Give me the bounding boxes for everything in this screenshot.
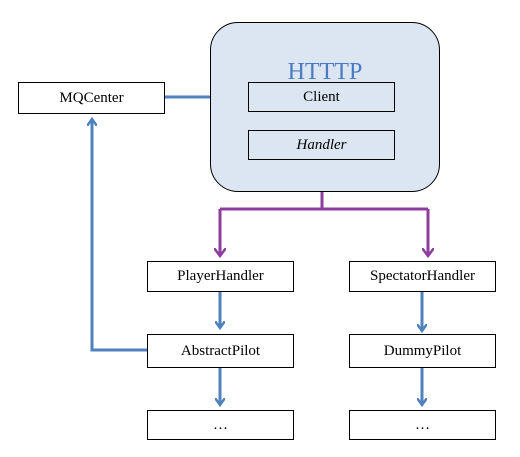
spectatorhandler-node: SpectatorHandler (349, 261, 496, 292)
spectatorhandler-label: SpectatorHandler (370, 268, 475, 284)
abstractpilot-label: AbstractPilot (180, 342, 261, 359)
right-ellipsis-label: … (415, 416, 430, 433)
dummypilot-node: DummyPilot (349, 334, 496, 368)
client-node: Client (248, 82, 395, 112)
playerhandler-node: PlayerHandler (147, 261, 294, 292)
mqcenter-label: MQCenter (59, 89, 124, 106)
left-ellipsis-node: … (147, 410, 294, 440)
arrow-abstractpilot-to-mqcenter (92, 120, 147, 352)
container-title: HTTTP (287, 59, 363, 85)
abstractpilot-node: AbstractPilot (147, 334, 294, 368)
mqcenter-node: MQCenter (18, 82, 165, 114)
left-ellipsis-label: … (213, 416, 228, 433)
playerhandler-label: PlayerHandler (177, 268, 264, 284)
right-ellipsis-node: … (349, 410, 496, 440)
client-label: Client (303, 88, 340, 105)
handler-label: Handler (296, 136, 347, 153)
handler-node: Handler (248, 130, 395, 160)
dummypilot-label: DummyPilot (383, 342, 462, 359)
